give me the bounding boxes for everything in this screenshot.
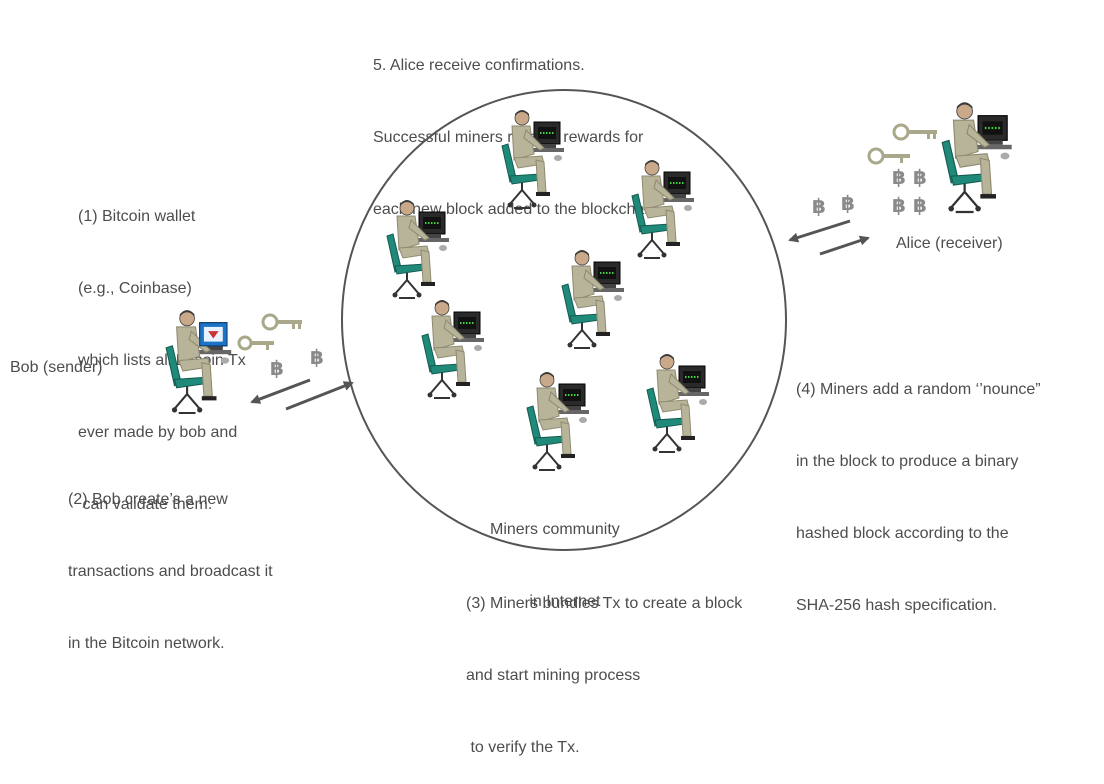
alice-label: Alice (receiver) bbox=[896, 235, 1003, 252]
wallet-note: (1) Bitcoin wallet (e.g., Coinbase) whic… bbox=[78, 157, 246, 541]
key-icon bbox=[892, 123, 937, 141]
community-label: Miners community in Internet bbox=[490, 470, 620, 638]
bitcoin-icon: ฿ bbox=[812, 194, 826, 218]
miner-icon bbox=[646, 354, 709, 453]
alice-arrow-right bbox=[819, 235, 870, 256]
key-icon bbox=[261, 313, 302, 331]
key-icon bbox=[867, 147, 910, 165]
miners-note-line: SHA-256 hash specification. bbox=[796, 597, 997, 614]
key-icon bbox=[237, 335, 274, 351]
bob-label: Bob (sender) bbox=[10, 359, 103, 376]
bob-arrow-left bbox=[250, 378, 311, 404]
miner-icon bbox=[561, 250, 624, 349]
alice-arrow-left bbox=[788, 219, 851, 243]
miners-note-line: (4) Miners add a random ‘’nounce” bbox=[796, 381, 1041, 398]
bundle-note-line: to verify the Tx. bbox=[466, 739, 580, 756]
bitcoin-icon: ฿ bbox=[841, 191, 855, 215]
bitcoin-icon: ฿ bbox=[270, 356, 284, 380]
miner-icon bbox=[526, 372, 589, 471]
bob-note-line: (2) Bob create’s a new bbox=[68, 491, 228, 508]
wallet-note-line: can validate them. bbox=[78, 496, 213, 513]
miner-icon bbox=[421, 300, 484, 399]
miners-note-line: in the block to produce a binary bbox=[796, 453, 1019, 470]
wallet-note-line: (1) Bitcoin wallet bbox=[78, 208, 196, 225]
network-diagram: ฿ ฿ ฿ ฿ ฿ ฿ ฿ ฿ bbox=[165, 89, 1012, 551]
bob-note-line: in the Bitcoin network. bbox=[68, 635, 225, 652]
bob-arrow-right bbox=[285, 381, 354, 411]
alice-computer-user-icon bbox=[941, 102, 1012, 214]
bitcoin-icon: ฿ bbox=[913, 193, 927, 217]
miners-note-line: hashed block according to the bbox=[796, 525, 1009, 542]
bitcoin-icon: ฿ bbox=[892, 193, 906, 217]
wallet-note-line: ever made by bob and bbox=[78, 424, 238, 441]
bundle-note-line: (3) Miners bundles Tx to create a block bbox=[466, 595, 743, 612]
bob-computer-user-icon bbox=[165, 310, 232, 415]
bundle-note-line: and start mining process bbox=[466, 667, 641, 684]
bitcoin-icon: ฿ bbox=[892, 165, 906, 189]
bitcoin-icon: ฿ bbox=[310, 345, 324, 369]
miners-community-circle bbox=[341, 89, 787, 551]
bob-note-line: transactions and broadcast it bbox=[68, 563, 273, 580]
bitcoin-icon: ฿ bbox=[913, 165, 927, 189]
miner-icon bbox=[631, 160, 694, 259]
wallet-note-line: (e.g., Coinbase) bbox=[78, 280, 192, 297]
community-label-line: in Internet bbox=[529, 593, 601, 610]
miner-icon bbox=[501, 110, 564, 209]
community-label-line: Miners community bbox=[490, 521, 620, 538]
miners-note: (4) Miners add a random ‘’nounce” in the… bbox=[796, 330, 1041, 642]
miner-icon bbox=[386, 200, 449, 299]
top-note-line: 5. Alice receive confirmations. bbox=[373, 57, 585, 74]
